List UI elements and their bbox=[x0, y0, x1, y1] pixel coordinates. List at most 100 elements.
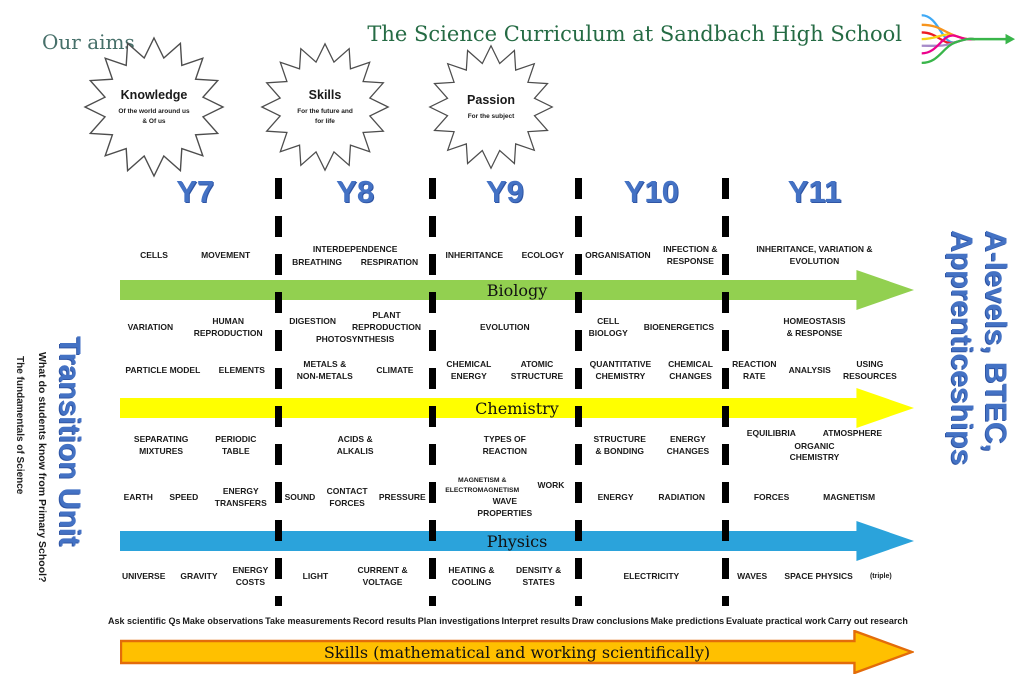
year-topic-cell: TYPES OF REACTION bbox=[432, 428, 578, 465]
topic-label: WAVE PROPERTIES bbox=[477, 496, 533, 519]
year-topic-cell: LIGHT CURRENT & VOLTAGE bbox=[278, 565, 432, 589]
year-topic-cell: ELECTRICITY bbox=[578, 565, 725, 589]
topic-label: DENSITY & STATES bbox=[516, 565, 562, 587]
topic-label: ANALYSIS bbox=[788, 365, 831, 376]
aim-starburst-passion: Passion For the subject bbox=[428, 44, 554, 170]
topic-label: MAGNETISM bbox=[823, 492, 876, 503]
topic-label: HEATING & COOLING bbox=[448, 565, 495, 587]
topic-label: PHOTOSYNTHESIS bbox=[316, 334, 395, 345]
year-topic-cell: INHERITANCE ECOLOGY bbox=[432, 244, 578, 269]
topic-label: INHERITANCE, VARIATION & EVOLUTION bbox=[756, 244, 873, 266]
fundamentals-label: The fundamentals of Science bbox=[14, 356, 25, 495]
topic-label: ENERGY bbox=[597, 492, 634, 503]
topic-label: CELL BIOLOGY bbox=[588, 316, 628, 338]
skill-item: Make predictions bbox=[650, 616, 725, 626]
skill-item: Draw conclusions bbox=[571, 616, 649, 626]
skill-item: Evaluate practical work bbox=[726, 616, 827, 626]
year-topic-cell: INHERITANCE, VARIATION & EVOLUTION bbox=[725, 244, 904, 269]
year-topic-cell: ENERGY RADIATION bbox=[578, 476, 725, 520]
topic-label: DIGESTION bbox=[289, 315, 337, 326]
topic-label: FORCES bbox=[753, 492, 790, 503]
physics-arrow: Physics bbox=[120, 521, 914, 561]
topic-label: LIGHT bbox=[302, 571, 329, 582]
topic-label: GRAVITY bbox=[180, 571, 218, 582]
skill-item: Carry out research bbox=[827, 616, 908, 626]
topic-label: USING RESOURCES bbox=[842, 359, 897, 381]
topic-label: RADIATION bbox=[658, 492, 706, 503]
topic-label: CELLS bbox=[140, 250, 168, 261]
topic-label: WAVES bbox=[737, 571, 768, 582]
skill-item: Take measurements bbox=[265, 616, 352, 626]
aim-name: Skills bbox=[308, 87, 342, 102]
skills-arrow-label: Skills (mathematical and working scienti… bbox=[323, 642, 711, 662]
year-topic-cell: EVOLUTION bbox=[432, 310, 578, 347]
skill-item: Interpret results bbox=[501, 616, 571, 626]
aim-detail: For the future and for life bbox=[297, 107, 353, 125]
skill-item: Ask scientific Qs bbox=[108, 616, 181, 626]
topic-label: CHEMICAL ENERGY bbox=[446, 359, 492, 381]
column-divider bbox=[722, 178, 729, 606]
progression-routes-label: A-levels, BTEC, Apprenticeships bbox=[945, 230, 1012, 466]
aim-name: Knowledge bbox=[120, 87, 188, 102]
topic-label: ENERGY CHANGES bbox=[666, 434, 710, 456]
year-header-y9: Y9 bbox=[485, 174, 524, 209]
topic-label: ENERGY COSTS bbox=[232, 565, 269, 587]
aim-detail: Of the world around us & Of us bbox=[118, 107, 190, 125]
year-topic-cell: FORCES MAGNETISM bbox=[725, 476, 904, 520]
topic-label: EVOLUTION bbox=[480, 322, 530, 333]
topic-label: REACTION RATE bbox=[732, 359, 777, 381]
skill-item: Make observations bbox=[182, 616, 264, 626]
year-topic-cell: REACTION RATE ANALYSIS USING RESOURCES bbox=[725, 359, 904, 383]
topic-label: CONTACT FORCES bbox=[326, 486, 368, 508]
topic-label: ORGANISATION bbox=[585, 250, 651, 261]
skills-arrow: Skills (mathematical and working scienti… bbox=[120, 630, 914, 674]
aim-starburst-knowledge: Knowledge Of the world around us & Of us bbox=[83, 36, 225, 178]
topic-label: VARIATION bbox=[127, 322, 174, 333]
topic-label: BIOENERGETICS bbox=[643, 322, 715, 333]
aim-starburst-skills: Skills For the future and for life bbox=[260, 42, 390, 172]
year-header-y8: Y8 bbox=[336, 174, 375, 209]
topic-label: METALS & NON-METALS bbox=[296, 359, 353, 381]
topic-label: BREATHING bbox=[292, 256, 342, 267]
primary-school-question: What do students know from Primary Schoo… bbox=[36, 352, 48, 583]
column-divider bbox=[575, 178, 582, 606]
topic-label: ORGANIC CHEMISTRY bbox=[789, 440, 840, 463]
topic-label: ELEMENTS bbox=[218, 365, 265, 376]
topic-label: SEPARATING MIXTURES bbox=[133, 434, 189, 456]
aim-detail: For the subject bbox=[467, 112, 515, 120]
topic-label: ENERGY TRANSFERS bbox=[214, 486, 267, 508]
year-topic-cell: HEATING & COOLING DENSITY & STATES bbox=[432, 565, 578, 589]
topic-label: QUANTITATIVE CHEMISTRY bbox=[589, 359, 652, 381]
topic-label: ECOLOGY bbox=[521, 250, 565, 261]
topic-label: INFECTION & RESPONSE bbox=[663, 244, 718, 266]
year-topic-cell: VARIATION HUMAN REPRODUCTION bbox=[112, 310, 278, 347]
topic-label: HUMAN REPRODUCTION bbox=[193, 316, 263, 338]
year-topic-cell: ORGANISATION INFECTION & RESPONSE bbox=[578, 244, 725, 269]
chemistry-arrow-label: Chemistry bbox=[475, 398, 559, 418]
topic-label: CLIMATE bbox=[376, 365, 414, 376]
topic-label: WORK bbox=[537, 479, 565, 490]
topic-label: HOMEOSTASIS & RESPONSE bbox=[783, 316, 846, 338]
topic-label: CURRENT & VOLTAGE bbox=[357, 565, 408, 587]
topic-label: CHEMICAL CHANGES bbox=[668, 359, 713, 381]
topic-label: SPEED bbox=[169, 492, 199, 503]
topic-label: MAGNETISM & ELECTROMAGNETISM bbox=[445, 477, 520, 494]
year-topic-cell: METALS & NON-METALS CLIMATE bbox=[278, 359, 432, 383]
topic-label: SPACE PHYSICS bbox=[784, 571, 853, 582]
year-topic-cell: CELL BIOLOGY BIOENERGETICS bbox=[578, 310, 725, 347]
topic-label: ACIDS & ALKALIS bbox=[336, 434, 374, 456]
biology-arrow-label: Biology bbox=[486, 280, 548, 300]
topic-label: INHERITANCE bbox=[445, 250, 503, 261]
year-header-y10: Y10 bbox=[623, 174, 679, 209]
